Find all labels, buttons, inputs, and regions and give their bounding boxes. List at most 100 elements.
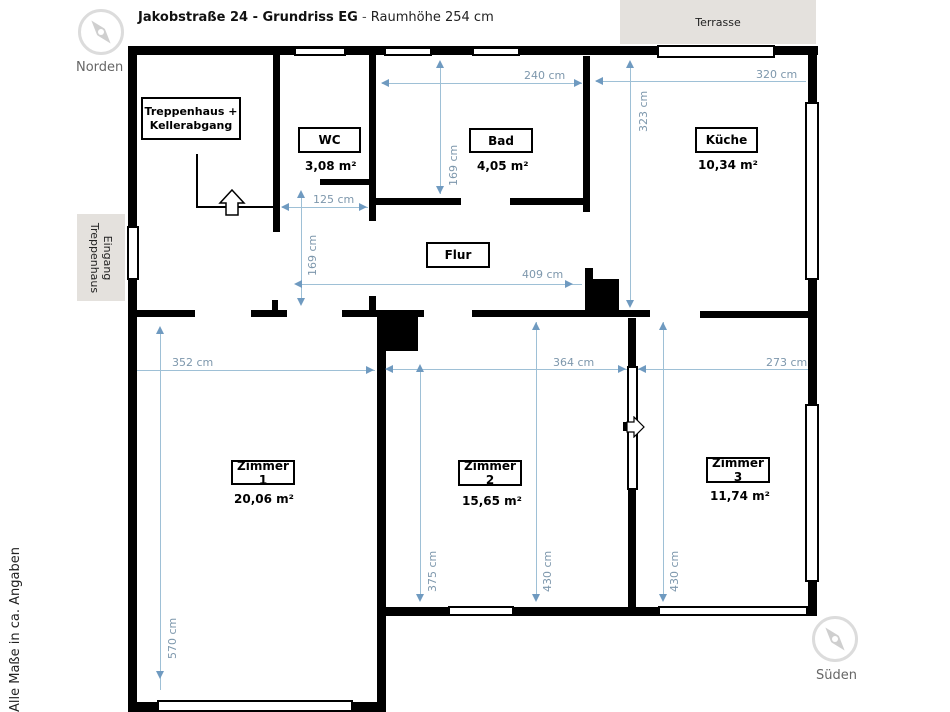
dim-zimmer3-depth: 430 cm — [668, 550, 681, 592]
entrance-label-line1: Eingang — [101, 235, 114, 280]
door-arrow-right-icon — [623, 416, 645, 438]
wall-wc-stub — [320, 179, 370, 185]
room-label-stair: Treppenhaus +Kellerabgang — [141, 97, 241, 140]
door-entrance — [127, 226, 139, 280]
title-sub: Raumhöhe 254 cm — [370, 10, 494, 25]
arrow-down-icon — [626, 300, 634, 308]
dim-flur-depth: 169 cm — [306, 234, 319, 276]
stair-line-vertical — [196, 154, 198, 207]
dim-line-zimmer2-width — [386, 369, 627, 370]
room-label-zimmer3: Zimmer 3 — [706, 456, 770, 484]
dim-zimmer1-depth: 570 cm — [166, 617, 179, 659]
area-kueche: 10,34 m² — [698, 158, 758, 172]
arrow-left-icon — [638, 365, 646, 373]
arrow-up-icon — [436, 60, 444, 68]
arrow-right-icon — [618, 365, 626, 373]
arrow-right-icon — [565, 280, 573, 288]
dim-line-flur-depth — [301, 192, 302, 304]
title-separator: - — [357, 10, 371, 25]
wall-zimmer1-right — [377, 316, 386, 712]
wall-flur-bottom-2 — [251, 310, 287, 317]
wall-wc-bad — [369, 46, 376, 221]
room-label-zimmer2: Zimmer 2 — [458, 459, 522, 487]
room-label-bad: Bad — [469, 128, 533, 153]
area-zimmer3: 11,74 m² — [710, 489, 770, 503]
arrow-right-icon — [366, 366, 374, 374]
area-bad: 4,05 m² — [477, 159, 529, 173]
wall-wc-corner — [376, 198, 382, 205]
dim-line-flur-length — [298, 284, 582, 285]
arrow-down-icon — [416, 594, 424, 602]
arrow-left-icon — [381, 79, 389, 87]
arrow-right-icon — [359, 203, 367, 211]
stair-arrow-up-icon — [218, 188, 246, 216]
dim-bad-width: 240 cm — [524, 69, 566, 82]
chimney-block-2 — [593, 279, 619, 310]
entrance-label-line2: Treppenhaus — [88, 222, 101, 293]
arrow-left-icon — [595, 77, 603, 85]
arrow-left-icon — [294, 280, 302, 288]
arrow-up-icon — [416, 364, 424, 372]
wall-flur-stub-2 — [369, 296, 376, 310]
dim-wc-width: 125 cm — [313, 193, 355, 206]
dim-zimmer1-width: 352 cm — [172, 356, 214, 369]
room-label-flur: Flur — [426, 242, 490, 268]
terrace-area: Terrasse — [620, 0, 816, 44]
dim-line-zimmer1-width — [137, 370, 375, 371]
window-wc — [294, 47, 346, 56]
plan-title: Jakobstraße 24 - Grundriss EG - Raumhöhe… — [138, 10, 494, 25]
room-label-zimmer1: Zimmer 1 — [231, 459, 295, 487]
wall-right — [808, 46, 817, 616]
dim-zimmer2-width: 364 cm — [553, 356, 595, 369]
wall-flur-stub — [272, 300, 278, 310]
window-zimmer1 — [157, 700, 353, 712]
compass-north-icon — [78, 9, 124, 55]
arrow-up-icon — [156, 326, 164, 334]
dim-zimmer2-depth-a: 375 cm — [426, 550, 439, 592]
south-label: Süden — [816, 668, 857, 683]
arrow-up-icon — [659, 322, 667, 330]
dim-line-kueche-width — [596, 81, 806, 82]
window-zimmer3-right — [805, 404, 819, 582]
dim-flur-length: 409 cm — [522, 268, 564, 281]
dim-line-zimmer2-depth-b — [536, 322, 537, 598]
dim-kueche-depth: 323 cm — [637, 90, 650, 132]
dim-line-zimmer2-depth-a — [420, 370, 421, 598]
dim-line-bad-depth — [440, 62, 441, 194]
chimney-block-1 — [386, 317, 418, 351]
wall-bad-bottom-left — [379, 198, 461, 205]
wall-flur-stub-3 — [585, 268, 593, 310]
dim-bad-depth: 169 cm — [447, 144, 460, 186]
window-bad-2 — [472, 47, 520, 56]
dim-line-kueche-depth — [630, 62, 631, 302]
arrow-up-icon — [297, 190, 305, 198]
arrow-left-icon — [281, 203, 289, 211]
room-label-wc: WC — [298, 127, 361, 153]
window-kueche-top — [657, 45, 775, 58]
window-bad-1 — [384, 47, 432, 56]
room-label-kueche: Küche — [695, 127, 758, 153]
arrow-down-icon — [436, 186, 444, 194]
wall-stair-wc — [273, 46, 280, 232]
wall-bad-kueche — [583, 56, 590, 212]
area-zimmer1: 20,06 m² — [234, 492, 294, 506]
arrow-right-icon — [574, 79, 582, 87]
wall-bad-bottom-right — [510, 198, 588, 205]
window-zimmer3-bottom — [658, 606, 808, 616]
terrace-label: Terrasse — [695, 15, 741, 29]
dim-line-wc-width — [282, 207, 368, 208]
window-kueche-right — [805, 102, 819, 280]
north-label: Norden — [76, 60, 124, 75]
dim-zimmer2-depth-b: 430 cm — [541, 550, 554, 592]
wall-flur-bottom-1 — [137, 310, 195, 317]
wall-flur-bottom-5 — [700, 311, 808, 318]
stair-label-line2: Kellerabgang — [149, 118, 233, 132]
arrow-up-icon — [532, 322, 540, 330]
area-wc: 3,08 m² — [305, 159, 357, 173]
stair-label-line1: Treppenhaus + — [144, 104, 238, 118]
entrance-area: Eingang Treppenhaus — [77, 214, 125, 301]
arrow-left-icon — [385, 365, 393, 373]
wall-flur-bottom-4 — [472, 310, 650, 317]
wall-left — [128, 46, 137, 712]
dim-line-zimmer3-depth — [663, 322, 664, 598]
